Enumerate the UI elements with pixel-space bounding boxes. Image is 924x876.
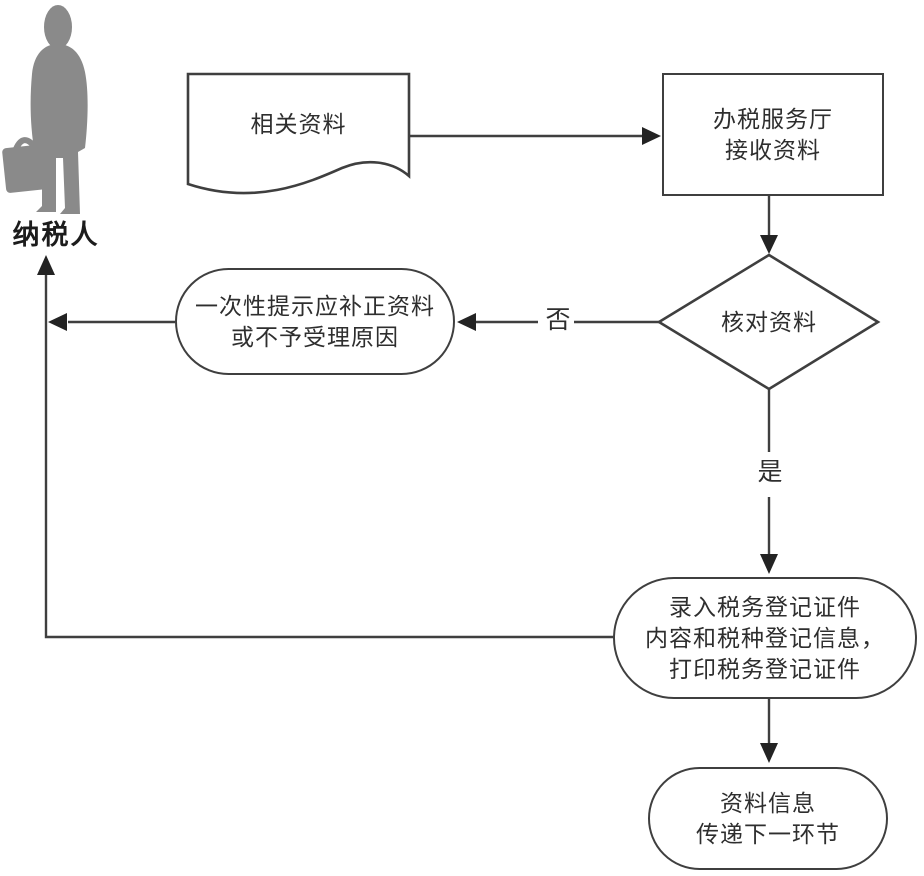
node-register-print: 录入税务登记证件 内容和税种登记信息， 打印税务登记证件	[613, 577, 917, 699]
person-briefcase	[2, 137, 53, 193]
arrowhead-down-icon	[760, 235, 778, 254]
actor-label: 纳税人	[12, 220, 100, 250]
node-pass-next: 资料信息 传递下一环节	[648, 767, 888, 870]
label-no: 否	[545, 307, 571, 334]
arrowhead-down-icon	[760, 743, 778, 763]
person-head	[44, 5, 72, 49]
arrowhead-left-icon	[457, 313, 476, 331]
edge-register-to-actor	[37, 255, 613, 639]
node-related-materials: 相关资料	[188, 74, 409, 174]
node-check-materials-text: 核对资料	[721, 309, 817, 335]
edge-register-to-next	[760, 699, 778, 763]
briefcase-body	[2, 144, 53, 193]
node-prompt-correction-text: 一次性提示应补正资料 或不予受理原因	[195, 293, 435, 350]
arrowhead-down-icon	[760, 554, 778, 574]
edge-materials-to-receive	[409, 127, 661, 145]
node-prompt-correction: 一次性提示应补正资料 或不予受理原因	[175, 268, 455, 375]
document-shape	[186, 72, 411, 195]
node-check-materials: 核对资料	[659, 255, 879, 389]
node-receive-materials: 办税服务厅 接收资料	[662, 73, 884, 196]
person-with-briefcase-icon	[2, 5, 88, 214]
edge-check-no-to-prompt	[457, 313, 659, 331]
node-pass-next-text: 资料信息 传递下一环节	[696, 790, 840, 847]
arrowhead-left-icon	[48, 313, 67, 331]
node-receive-materials-text: 办税服务厅 接收资料	[713, 106, 833, 163]
arrowhead-up-icon	[37, 255, 55, 275]
node-related-materials-text: 相关资料	[250, 111, 347, 137]
edge-prompt-to-actor	[48, 313, 175, 331]
label-yes: 是	[757, 459, 783, 486]
node-register-print-text: 录入税务登记证件 内容和税种登记信息， 打印税务登记证件	[645, 594, 885, 682]
briefcase-handle	[13, 137, 38, 151]
arrowhead-right-icon	[642, 127, 661, 145]
edge-check-yes-to-register	[760, 389, 778, 574]
edge-receive-to-check	[760, 196, 778, 254]
